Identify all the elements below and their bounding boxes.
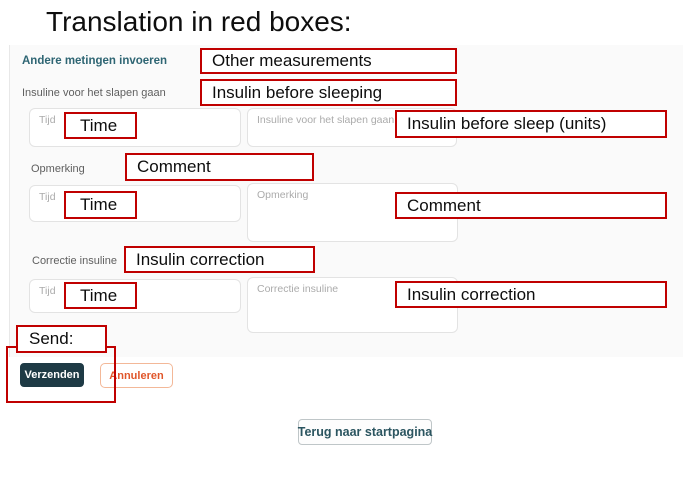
section-label-insulin-correction: Correctie insuline: [32, 255, 117, 267]
section-label-insulin-before-sleep: Insuline voor het slapen gaan: [22, 87, 166, 99]
annotation-insulin-before-sleeping: Insulin before sleeping: [200, 79, 457, 106]
annotation-comment-field: Comment: [395, 192, 667, 219]
annotation-time-row3: Time: [64, 282, 137, 309]
annotation-send-label: Send:: [16, 325, 107, 353]
slide-title: Translation in red boxes:: [46, 6, 352, 37]
annotation-insulin-correction-section: Insulin correction: [124, 246, 315, 273]
back-to-start-button[interactable]: Terug naar startpagina: [298, 419, 432, 445]
submit-button[interactable]: Verzenden: [20, 363, 84, 387]
annotation-comment-section: Comment: [125, 153, 314, 181]
annotation-time-row2: Time: [64, 191, 137, 219]
other-measurements-link[interactable]: Andere metingen invoeren: [22, 55, 168, 67]
annotation-insulin-before-sleep-units: Insulin before sleep (units): [395, 110, 667, 138]
cancel-button[interactable]: Annuleren: [100, 363, 173, 388]
annotation-time-row1: Time: [64, 112, 137, 139]
section-label-comment: Opmerking: [31, 163, 85, 175]
annotation-insulin-correction-field: Insulin correction: [395, 281, 667, 308]
annotation-other-measurements: Other measurements: [200, 48, 457, 74]
